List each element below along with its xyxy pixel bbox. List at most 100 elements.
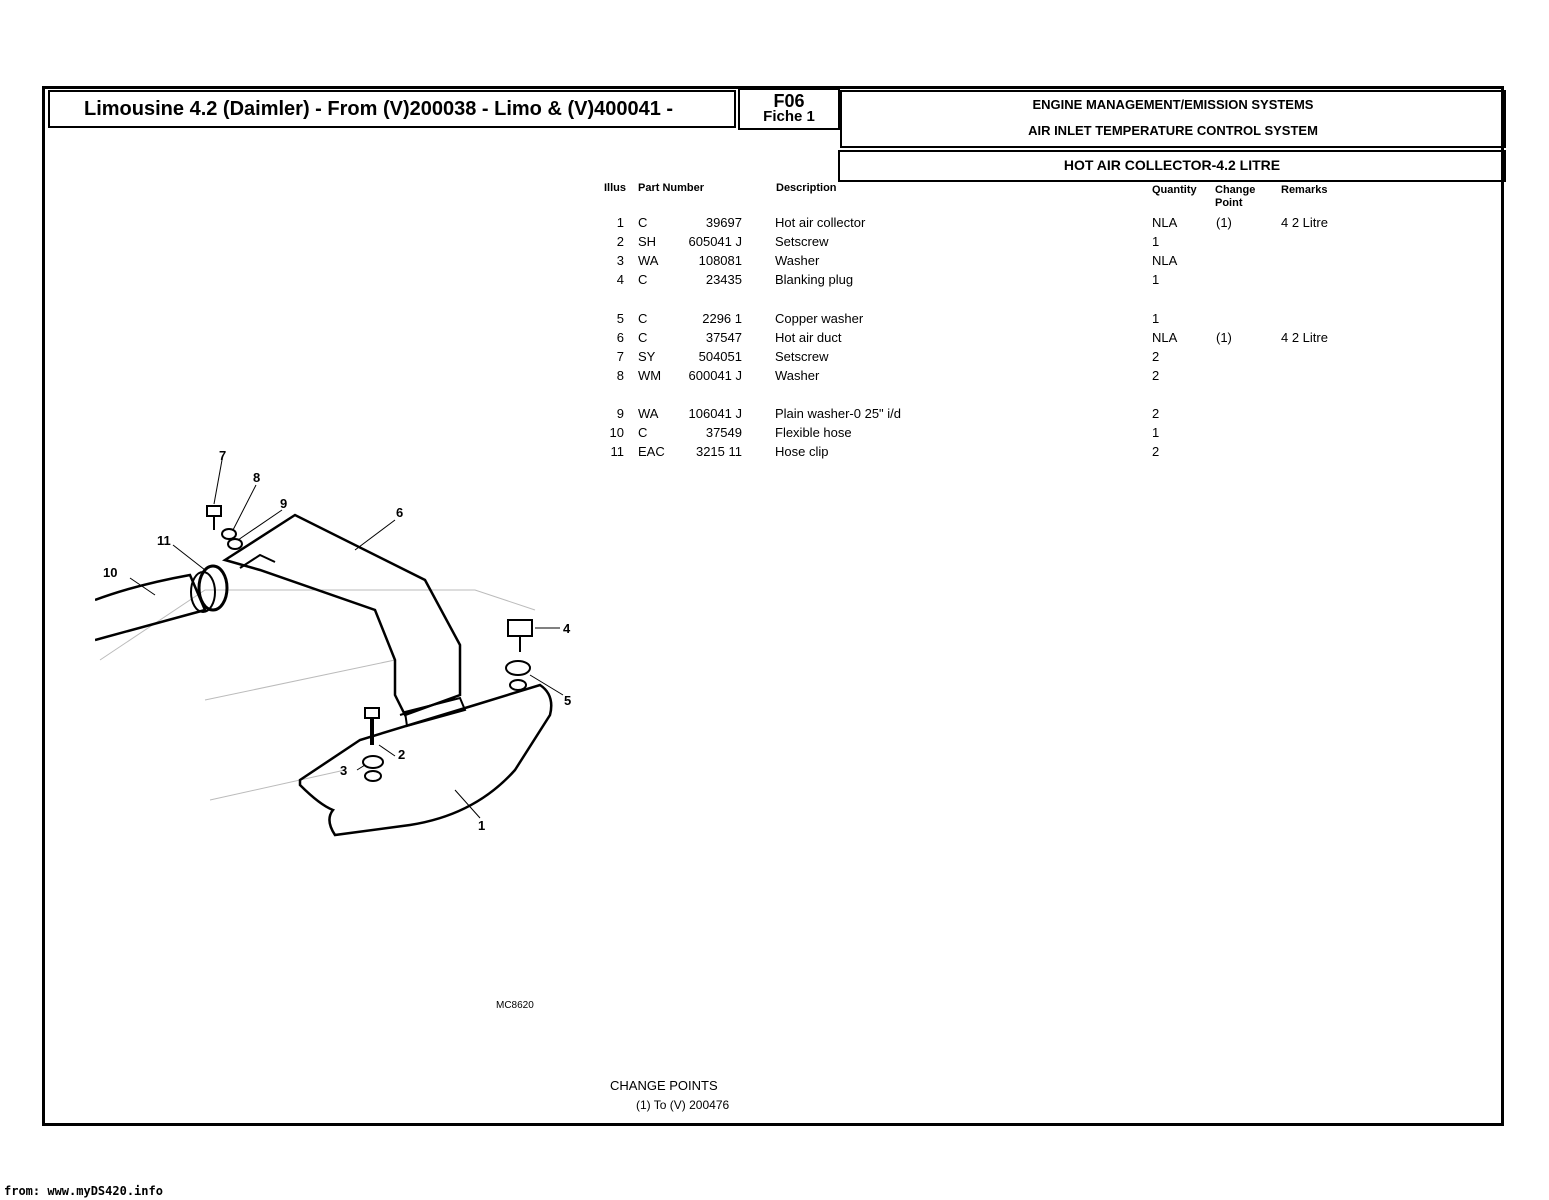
system-line-2: AIR INLET TEMPERATURE CONTROL SYSTEM [1028,123,1318,138]
row-part-prefix: WM [638,368,662,383]
row-quantity: 1 [1152,272,1160,287]
col-header-remarks: Remarks [1281,184,1328,196]
row-part-number: 37549 [705,425,742,440]
setscrew-2 [364,707,380,745]
row-description: Hot air duct [775,330,842,345]
hot-air-duct [221,513,462,717]
row-description: Setscrew [775,349,829,364]
row-part-prefix: EAC [638,444,665,459]
parts-sheet-frame [42,86,1504,1126]
row-part-prefix: C [638,425,648,440]
row-part-prefix: SY [638,349,656,364]
row-description: Setscrew [775,234,829,249]
row-quantity: 2 [1152,368,1160,383]
row-part-prefix: C [638,272,648,287]
col-header-change-point: Change Point [1215,184,1256,209]
row-remarks: 4 2 Litre [1281,215,1328,230]
row-illus: 5 [616,311,624,326]
setscrew-7 [206,505,222,530]
callout-8: 8 [253,470,261,485]
row-quantity: 2 [1152,349,1160,364]
row-illus: 10 [609,425,624,440]
row-illus: 6 [616,330,624,345]
col-header-description: Description [776,182,837,194]
callout-7: 7 [219,448,227,463]
row-part-prefix: C [638,215,648,230]
change-point-item: (1) To (V) 200476 [636,1098,730,1112]
row-quantity: NLA [1152,330,1178,345]
row-description: Washer [775,253,820,268]
flexible-hose [95,571,216,642]
model-title: Limousine 4.2 (Daimler) - From (V)200038… [48,90,736,128]
row-quantity: 1 [1152,425,1160,440]
copper-washer-5 [505,660,531,691]
row-part-number: 37547 [705,330,742,345]
group-title: HOT AIR COLLECTOR-4.2 LITRE [838,150,1506,182]
table-row: 11 EAC 3215 11 Hose clip 2 [0,444,1549,462]
table-row: 8 WM 600041 J Washer 2 [0,368,1549,386]
row-illus: 9 [616,406,624,421]
col-header-quantity: Quantity [1152,184,1197,196]
row-part-prefix: WA [638,253,659,268]
col-header-part-number: Part Number [638,182,705,194]
blanking-plug-4 [507,619,533,652]
row-part-number: 605041 J [688,234,743,249]
callout-3: 3 [340,763,348,778]
washer-3 [362,755,384,782]
row-quantity: 2 [1152,444,1160,459]
row-change-point: (1) [1216,330,1232,345]
callout-6: 6 [396,505,404,520]
row-description: Copper washer [775,311,864,326]
row-remarks: 4 2 Litre [1281,330,1328,345]
row-illus: 1 [616,215,624,230]
hose-clip [197,564,229,612]
callout-10: 10 [103,565,118,580]
row-part-number: 600041 J [688,368,743,383]
callout-11: 11 [157,533,171,548]
row-description: Washer [775,368,820,383]
row-quantity: NLA [1152,215,1178,230]
hot-air-collector [298,683,553,837]
row-description: Hot air collector [775,215,866,230]
fiche-box: F06 Fiche 1 [738,88,840,130]
row-change-point: (1) [1216,215,1232,230]
washer-8-9 [221,528,243,550]
system-box: ENGINE MANAGEMENT/EMISSION SYSTEMS AIR I… [840,90,1506,148]
row-quantity: 2 [1152,406,1160,421]
fiche-label: Fiche 1 [763,108,815,125]
callout-5: 5 [564,693,572,708]
exploded-diagram [95,459,564,837]
leader-lines [129,459,564,819]
model-title-text: Limousine 4.2 (Daimler) - From (V)200038… [84,97,674,120]
row-quantity: 1 [1152,311,1160,326]
row-description: Blanking plug [775,272,854,287]
row-part-number: 106041 J [688,406,743,421]
row-part-number: 108081 [698,253,742,268]
row-illus: 8 [616,368,624,383]
callout-1: 1 [478,818,486,833]
row-illus: 2 [616,234,624,249]
row-part-number: 3215 11 [695,444,742,459]
row-part-number: 39697 [705,215,742,230]
callout-4: 4 [563,621,571,636]
callout-9: 9 [280,496,288,511]
row-part-prefix: WA [638,406,659,421]
row-quantity: NLA [1152,253,1178,268]
table-row: 9 WA 106041 J Plain washer-0 25" i/d 2 [0,406,1549,424]
row-illus: 11 [610,444,625,459]
row-part-prefix: C [638,311,648,326]
row-description: Plain washer-0 25" i/d [775,406,902,421]
row-quantity: 1 [1152,234,1160,249]
fiche-code: F06 [773,91,805,111]
col-header-illus: Illus [604,182,627,194]
figure-reference: MC8620 [496,1000,534,1011]
row-description: Hose clip [775,444,829,459]
